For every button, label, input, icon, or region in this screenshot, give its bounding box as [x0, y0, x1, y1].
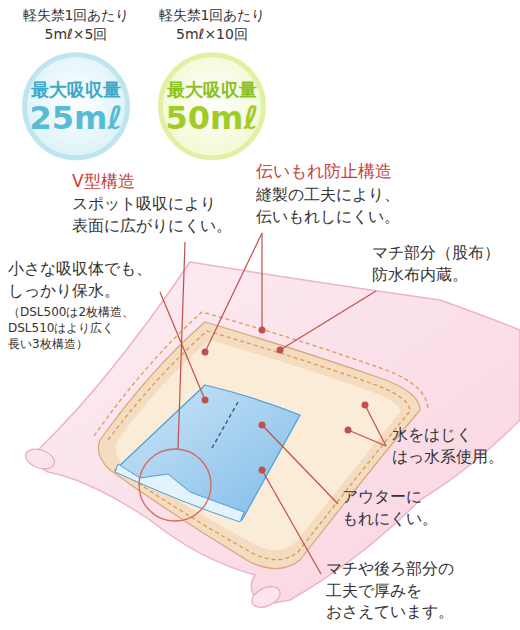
- leader-dot: [202, 397, 209, 404]
- callout-text: 縫製の工夫により、 伝いもれしにくい。: [256, 184, 413, 227]
- leader-line: [365, 405, 386, 446]
- leader-line: [261, 233, 262, 330]
- capacity-badge: 軽失禁1回あたり 5mℓ×5回最大吸収量25mℓ: [14, 6, 138, 165]
- callout-text: マチや後ろ部分の 工夫で厚みを おさえています。: [326, 558, 467, 623]
- callout-text: マチ部分（股布） 防水布内蔵。: [372, 242, 510, 285]
- leader-line: [348, 430, 386, 446]
- callout-heading: V型構造: [72, 170, 208, 193]
- badge-label: 最大吸収量: [167, 80, 257, 101]
- leader-line: [262, 425, 338, 504]
- badge-heading: 軽失禁1回あたり 5mℓ×5回: [16, 6, 136, 44]
- callout-text: 水をはじく はっ水系使用。: [392, 424, 514, 467]
- badge-ring: [25, 55, 128, 158]
- leader-dot: [345, 427, 352, 434]
- badge-heading: 軽失禁1回あたり 5mℓ×10回: [152, 6, 272, 44]
- crotch-panel: [98, 322, 420, 569]
- callout-heading: 伝いもれ防止構造: [256, 160, 409, 183]
- leader-line: [178, 242, 185, 449]
- leader-dot: [277, 347, 284, 354]
- badge-value: 50mℓ: [166, 100, 259, 137]
- leader-line: [205, 233, 262, 352]
- capacity-badge: 軽失禁1回あたり 5mℓ×10回最大吸収量50mℓ: [150, 6, 274, 165]
- leader-dot: [202, 349, 209, 356]
- leg-opening: [249, 583, 284, 612]
- callout-text: 小さな吸収体でも、 しっかり保水。: [8, 258, 165, 301]
- leader-line: [262, 470, 321, 574]
- badge-ring: [161, 55, 264, 158]
- leader-line: [280, 291, 376, 350]
- leader-dot: [259, 467, 266, 474]
- leader-dot: [362, 402, 369, 409]
- leader-line: [160, 292, 205, 400]
- badge-label: 最大吸収量: [31, 80, 121, 101]
- callout-text: スポット吸収により 表面に広がりにくい。: [72, 193, 242, 236]
- leader-dot: [259, 422, 266, 429]
- highlight-circle: [139, 449, 211, 521]
- callout-note: （DSL500は2枚構造、 DSL510はより広く 長い3枚構造）: [8, 304, 142, 353]
- leader-dot: [259, 327, 266, 334]
- callout-text: アウターに もれにくい。: [342, 486, 451, 529]
- absorber-center-line: [212, 402, 238, 448]
- absorber-v-section: [115, 464, 244, 522]
- absorber-pad: [115, 385, 300, 520]
- leg-opening: [23, 445, 57, 472]
- badge-value: 25mℓ: [30, 100, 123, 137]
